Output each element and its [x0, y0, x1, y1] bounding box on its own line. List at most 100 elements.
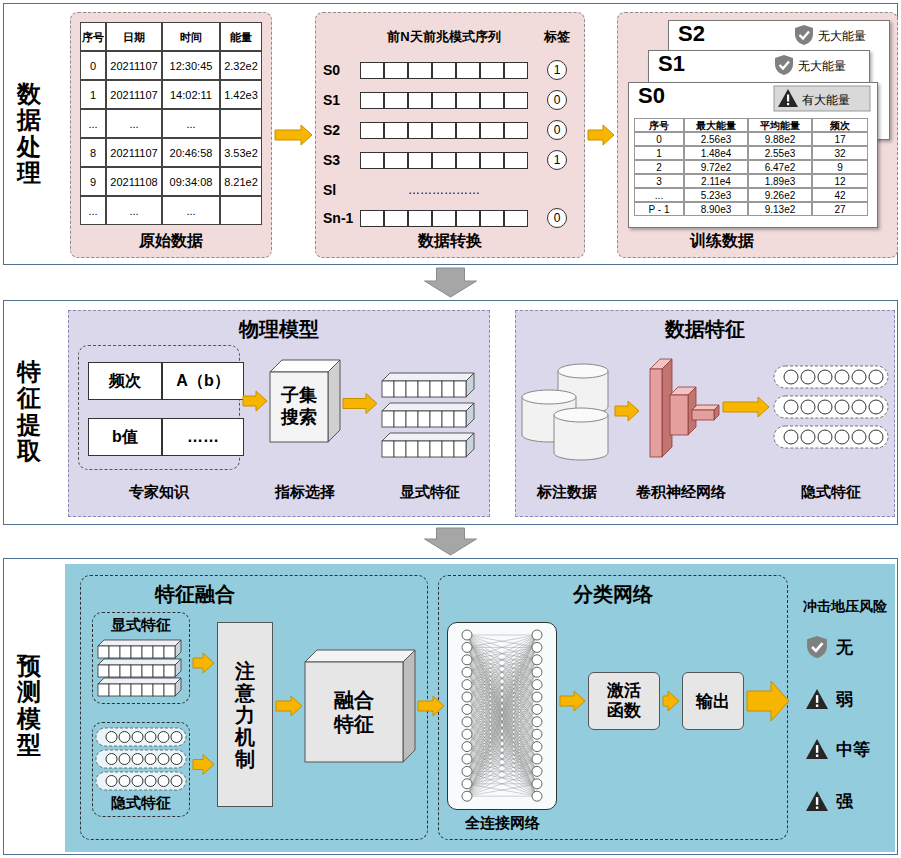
- stage-band: 数据处理原始数据序号日期时间能量02021110712:30:452.32e21…: [3, 3, 898, 265]
- table-cell: 12:30:45: [162, 51, 220, 80]
- module-panel: 物理模型专家知识 频次A（b） b值…… 子集搜索指标选择显式特征: [68, 310, 490, 517]
- table-cell: 1.48e4: [684, 146, 748, 160]
- table-cell: ...: [106, 109, 162, 138]
- table-cell: 8.90e3: [684, 202, 748, 216]
- table-cell: 频次: [812, 118, 868, 132]
- sequence-cell: [480, 122, 504, 139]
- sequence-cell: [384, 62, 408, 79]
- sequence-cell: [456, 210, 480, 227]
- process-box: 输出: [682, 672, 744, 730]
- sequence-cell: [480, 62, 504, 79]
- table-cell: ...: [106, 196, 162, 225]
- node-label: S2: [678, 21, 705, 47]
- node-label: 指标选择: [250, 483, 360, 502]
- sequence-cell: [432, 122, 456, 139]
- data-panel: 前N天前兆模式序列标签数据转换10010S0S1S2S3Sl………………Sn-1: [315, 12, 585, 258]
- cube-box: 子集搜索指标选择: [270, 360, 340, 442]
- node-label: 强: [836, 790, 853, 813]
- node-label: 数据转换: [315, 231, 585, 252]
- node-label: 0: [547, 211, 567, 225]
- node-label: 特征融合: [110, 581, 280, 608]
- node-label: 训练数据: [637, 231, 807, 252]
- table-cell: 1.42e3: [220, 80, 262, 109]
- table-cell: 0: [634, 132, 684, 146]
- table-cell: 17: [812, 132, 868, 146]
- table-cell: 8: [80, 138, 106, 167]
- table-cell: ...: [634, 188, 684, 202]
- table-cell: 日期: [106, 22, 162, 51]
- shape-outline: [522, 362, 612, 462]
- sequence-cell: [504, 122, 528, 139]
- flow-arrow: [425, 268, 477, 297]
- stage-band: 预测模型特征融合显式特征隐式特征注意力机制融合特征分类网络全连接网络激活函数输出…: [3, 558, 898, 855]
- index-box: A（b）: [162, 362, 244, 400]
- sequence-cell: [456, 122, 480, 139]
- shape-outline: [315, 12, 585, 258]
- index-box: b值: [88, 418, 162, 456]
- label-circle: 0: [547, 90, 567, 110]
- table-cell: 2.56e3: [684, 132, 748, 146]
- node-label: 冲击地压风险: [792, 598, 898, 616]
- index-box: 频次: [88, 362, 162, 400]
- sequence-cell: [480, 152, 504, 169]
- stage-band: 特征提取物理模型专家知识频次A（b）b值……子集搜索指标选择显式特征数据特征标注…: [3, 300, 898, 525]
- table-cell: 5.23e3: [684, 188, 748, 202]
- shape-outline: [380, 365, 480, 460]
- node-label: S1: [658, 51, 685, 77]
- table-cell: 2.32e2: [220, 51, 262, 80]
- table-cell: 时间: [162, 22, 220, 51]
- label-circle: 0: [547, 120, 567, 140]
- illustration: [642, 355, 720, 460]
- table-cell: 32: [812, 146, 868, 160]
- module-panel: 数据特征标注数据卷积神经网络隐式特征: [515, 310, 895, 517]
- node-label: 0: [547, 123, 567, 137]
- table-cell: 序号: [80, 22, 106, 51]
- node-label: 分类网络: [438, 581, 788, 608]
- table-cell: 6.47e2: [748, 160, 812, 174]
- sequence-name: Sl: [323, 181, 336, 200]
- node-label: 数据特征: [515, 316, 895, 343]
- table-cell: 平均能量: [748, 118, 812, 132]
- table-cell: 9.13e2: [748, 202, 812, 216]
- sequence-cell: [360, 210, 384, 227]
- table-cell: 3: [634, 174, 684, 188]
- node-label: 无大能量: [798, 58, 846, 75]
- sequence-cell: [384, 122, 408, 139]
- node-label: 隐式特征: [92, 794, 190, 813]
- flow-arrow: [425, 528, 477, 555]
- sequence-cell: [360, 122, 384, 139]
- sequence-name: Sn-1: [323, 209, 353, 228]
- network-box: 全连接网络: [447, 622, 557, 810]
- table-cell: 20211107: [106, 80, 162, 109]
- table-cell: 3.53e2: [220, 138, 262, 167]
- node-label: 前N天前兆模式序列: [360, 28, 528, 46]
- node-label: ……: [162, 428, 244, 446]
- table-cell: 9: [80, 167, 106, 196]
- feature-dots: 隐式特征: [772, 362, 890, 452]
- node-label: 物理模型: [68, 316, 490, 343]
- sequence-cell: [360, 62, 384, 79]
- sequence-cell: [408, 152, 432, 169]
- sequence-cell: [456, 152, 480, 169]
- table-cell: 20211107: [106, 138, 162, 167]
- sequence-cell: [456, 62, 480, 79]
- table-cell: 27: [812, 202, 868, 216]
- group-box: 特征融合显式特征隐式特征注意力机制融合特征: [80, 575, 428, 840]
- feature-bars: 显式特征: [380, 365, 480, 460]
- table-cell: 2.11e4: [684, 174, 748, 188]
- node-label: 原始数据: [70, 231, 272, 252]
- sequence-cell: [408, 122, 432, 139]
- process-box: 激活函数: [588, 672, 660, 730]
- table-cell: 20211108: [106, 167, 162, 196]
- data-panel: 训练数据S2无大能量S1无大能量S0有大能量序号最大能量平均能量频次02.56e…: [617, 12, 898, 258]
- shape-outline: [772, 362, 890, 452]
- feature-group: 显式特征: [92, 612, 190, 704]
- sequence-cell: [480, 210, 504, 227]
- node-label: 全连接网络: [437, 814, 567, 833]
- node-label: A（b）: [162, 371, 244, 392]
- node-label: S0: [638, 83, 665, 109]
- node-label: 专家知识: [68, 483, 250, 502]
- feature-group: 隐式特征: [92, 722, 190, 817]
- table-cell: ...: [162, 109, 220, 138]
- table-cell: ...: [162, 196, 220, 225]
